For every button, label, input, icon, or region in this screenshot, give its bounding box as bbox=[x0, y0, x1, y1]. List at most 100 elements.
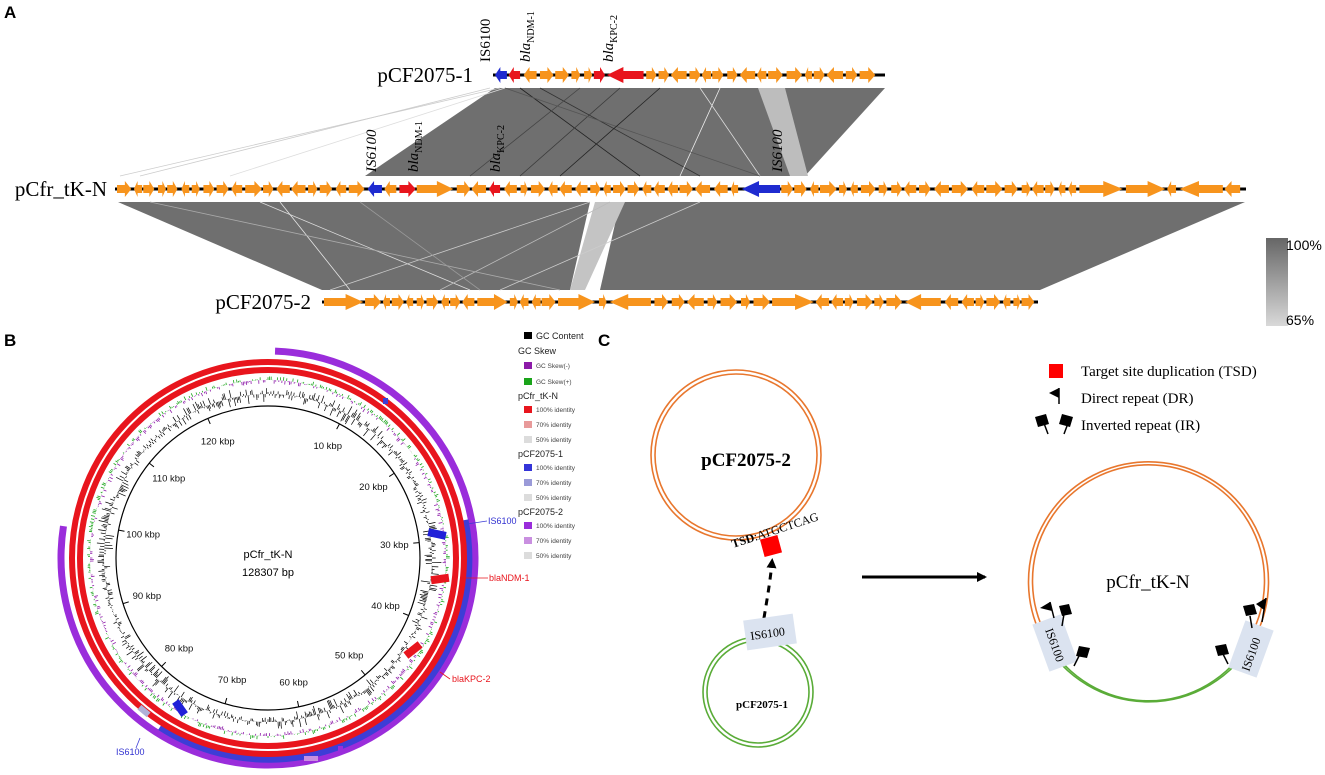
gene-arrow bbox=[741, 181, 781, 197]
panel-b-legend: GC Content GC Skew GC Skew(-) GC Skew(+)… bbox=[518, 331, 584, 560]
gene-arrow bbox=[406, 294, 414, 310]
legend-ring-1-swatch-1 bbox=[524, 406, 532, 413]
gene-arrow bbox=[495, 67, 507, 83]
gene-arrow bbox=[231, 181, 243, 197]
track-pcf2075-1 bbox=[493, 67, 885, 83]
homology-line bbox=[539, 87, 701, 177]
legend-ring-2-item-3: 50% identity bbox=[536, 495, 572, 502]
gene-arrow bbox=[367, 181, 382, 197]
gene-arrow bbox=[642, 181, 652, 197]
gene-arrow bbox=[555, 67, 569, 83]
gene-arrow bbox=[667, 181, 679, 197]
gene-arrow bbox=[986, 294, 1001, 310]
gene-arrow bbox=[1079, 181, 1123, 197]
gene-arrow bbox=[856, 294, 873, 310]
gene-arrow bbox=[558, 294, 596, 310]
gene-arrow bbox=[1179, 181, 1223, 197]
gc-skew-negative bbox=[89, 380, 447, 737]
gene-arrow bbox=[813, 67, 825, 83]
gene-arrow bbox=[739, 67, 756, 83]
legend-dr: Direct repeat (DR) bbox=[1081, 391, 1193, 407]
kbp-tick bbox=[122, 601, 129, 605]
gene-arrow bbox=[658, 67, 670, 83]
legend-ring-1-item-3: 50% identity bbox=[536, 437, 572, 444]
is6100-box-left bbox=[1032, 614, 1078, 672]
legend-dr-flag bbox=[1049, 388, 1060, 404]
gene-label-ndm-mid: blaNDM-1 bbox=[406, 121, 425, 172]
homology-line bbox=[679, 87, 721, 177]
legend-ir: Inverted repeat (IR) bbox=[1081, 418, 1200, 434]
kbp-label: 80 kbp bbox=[165, 644, 194, 655]
gene-arrow bbox=[944, 294, 959, 310]
gene-arrow bbox=[874, 294, 884, 310]
gene-arrow bbox=[781, 181, 794, 197]
gene-arrow bbox=[1004, 181, 1018, 197]
gene-arrow bbox=[609, 294, 651, 310]
identity-scale-max: 100% bbox=[1286, 237, 1322, 253]
gene-arrow bbox=[859, 67, 876, 83]
gene-arrow bbox=[1013, 294, 1021, 310]
gene-arrow bbox=[654, 294, 669, 310]
annot-line-is6100-a bbox=[466, 520, 488, 525]
kbp-label: 40 kbp bbox=[371, 601, 400, 612]
gene-arrow bbox=[1224, 181, 1241, 197]
gene-arrow bbox=[365, 294, 382, 310]
homology-line bbox=[559, 87, 661, 177]
gene-label-is6100-mid-right: IS6100 bbox=[770, 129, 786, 173]
legend-gc-skew-pos: GC Skew(+) bbox=[536, 379, 572, 386]
gene-arrow bbox=[559, 181, 572, 197]
homology-line bbox=[504, 87, 761, 177]
gc-skew-positive bbox=[87, 376, 450, 740]
plasmid-pcf2075-2-inner bbox=[654, 373, 818, 537]
result-green-inner bbox=[1046, 640, 1251, 702]
homology-blocks bbox=[118, 87, 1245, 291]
plasmid-pcf2075-2-label: pCF2075-2 bbox=[701, 450, 791, 471]
plasmid-result-label: pCfr_tK-N bbox=[1106, 572, 1190, 593]
legend-ring-3-item-2: 70% identity bbox=[536, 538, 572, 545]
legend-ring-1-swatch-2 bbox=[524, 421, 532, 428]
gene-arrow bbox=[477, 294, 508, 310]
annot-line-kpc bbox=[439, 671, 451, 680]
result-dr-flag-left bbox=[1040, 601, 1055, 619]
gene-arrow bbox=[117, 181, 132, 197]
ring-pcfr-tkn-outer bbox=[69, 359, 467, 757]
annot-line-is6100-b bbox=[135, 737, 141, 749]
gene-arrow bbox=[382, 294, 390, 310]
gene-arrow bbox=[504, 181, 517, 197]
gene-label-kpc-mid: blaKPC-2 bbox=[488, 125, 507, 172]
kbp-tick bbox=[297, 700, 300, 707]
gene-arrow bbox=[308, 181, 318, 197]
legend-ring-1-swatch-3 bbox=[524, 436, 532, 443]
plasmid-pcf2075-2-outer bbox=[650, 369, 822, 541]
gene-arrow bbox=[786, 67, 803, 83]
gene-arrow bbox=[216, 181, 229, 197]
feature-small-blue bbox=[383, 398, 388, 404]
homology-line bbox=[279, 201, 351, 291]
gene-arrow bbox=[903, 181, 917, 197]
annot-ndm: blaNDM-1 bbox=[489, 573, 530, 583]
gene-arrow bbox=[671, 294, 685, 310]
is6100-box-right bbox=[1228, 620, 1274, 678]
gene-arrow bbox=[844, 294, 854, 310]
gene-arrow bbox=[653, 181, 665, 197]
gene-arrow bbox=[276, 181, 290, 197]
gene-arrow bbox=[670, 67, 687, 83]
homology-line bbox=[499, 201, 701, 291]
legend-ring-2-swatch-3 bbox=[524, 494, 532, 501]
gene-arrow bbox=[520, 181, 528, 197]
gene-arrow bbox=[509, 294, 518, 310]
gene-arrow bbox=[335, 181, 347, 197]
legend-gc-content: GC Content bbox=[536, 331, 584, 341]
legend-ring-2-item-1: 100% identity bbox=[536, 465, 576, 472]
gene-arrow bbox=[324, 294, 364, 310]
gene-arrow bbox=[720, 294, 738, 310]
homology-line bbox=[699, 87, 761, 177]
gene-arrow bbox=[971, 181, 985, 197]
gene-arrow bbox=[590, 181, 601, 197]
is6100-small-label: IS6100 bbox=[749, 624, 785, 643]
legend-ring-3-name: pCF2075-2 bbox=[518, 507, 563, 517]
legend-ring-1-name: pCfr_tK-N bbox=[518, 391, 558, 401]
track-label-pcf2075-2: pCF2075-2 bbox=[215, 290, 311, 314]
result-ir-flag-right-a bbox=[1243, 604, 1257, 629]
